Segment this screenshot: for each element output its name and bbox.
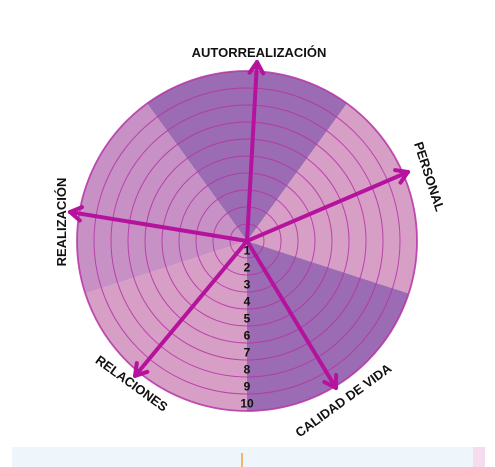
category-label-realizacion: REALIZACIÓN bbox=[54, 178, 69, 267]
scale-number: 9 bbox=[244, 380, 251, 394]
wheel-ring bbox=[178, 172, 316, 310]
category-arrow bbox=[133, 239, 249, 378]
scale-number: 2 bbox=[244, 261, 251, 275]
category-arrow bbox=[245, 239, 338, 390]
scale-number: 8 bbox=[244, 363, 251, 377]
wheel-rings bbox=[76, 70, 418, 412]
arrow-head bbox=[68, 205, 84, 223]
category-arrow bbox=[245, 170, 410, 243]
wheel-sector bbox=[85, 241, 247, 411]
wheel-ring bbox=[127, 121, 367, 361]
category-arrow bbox=[245, 60, 259, 243]
arrow-head bbox=[322, 373, 339, 390]
scale-number: 10 bbox=[240, 397, 254, 411]
strip-edge bbox=[473, 447, 485, 467]
scale-number: 7 bbox=[244, 346, 251, 360]
wheel-sector bbox=[247, 241, 409, 411]
category-label-personal: PERSONAL bbox=[411, 140, 448, 213]
arrow-head bbox=[393, 168, 410, 185]
category-arrow bbox=[68, 210, 249, 243]
scale-number: 4 bbox=[244, 295, 251, 309]
scale-number: 1 bbox=[244, 244, 251, 258]
scale-number: 6 bbox=[244, 329, 251, 343]
arrow-head bbox=[133, 361, 150, 378]
scale-number: 3 bbox=[244, 278, 251, 292]
wheel-sector bbox=[77, 103, 248, 294]
wheel-ring bbox=[195, 189, 299, 293]
wheel-ring bbox=[93, 87, 401, 395]
scale-number: 5 bbox=[244, 312, 251, 326]
wheel-ring bbox=[76, 70, 418, 412]
arrow-head bbox=[247, 60, 266, 76]
wheel-arrows bbox=[68, 60, 410, 390]
strip-marker bbox=[241, 453, 243, 467]
bottom-strip bbox=[12, 447, 485, 467]
wheel-ring bbox=[144, 138, 350, 344]
wheel-ring bbox=[161, 155, 333, 327]
wheel-sectors bbox=[77, 71, 417, 411]
wheel-sector bbox=[247, 103, 417, 294]
scale-numbers: 1 2 3 4 5 6 7 8 9 10 bbox=[240, 244, 254, 411]
wheel-ring bbox=[110, 104, 384, 378]
category-label-autorrealizacion: AUTORREALIZACIÓN bbox=[192, 45, 327, 60]
